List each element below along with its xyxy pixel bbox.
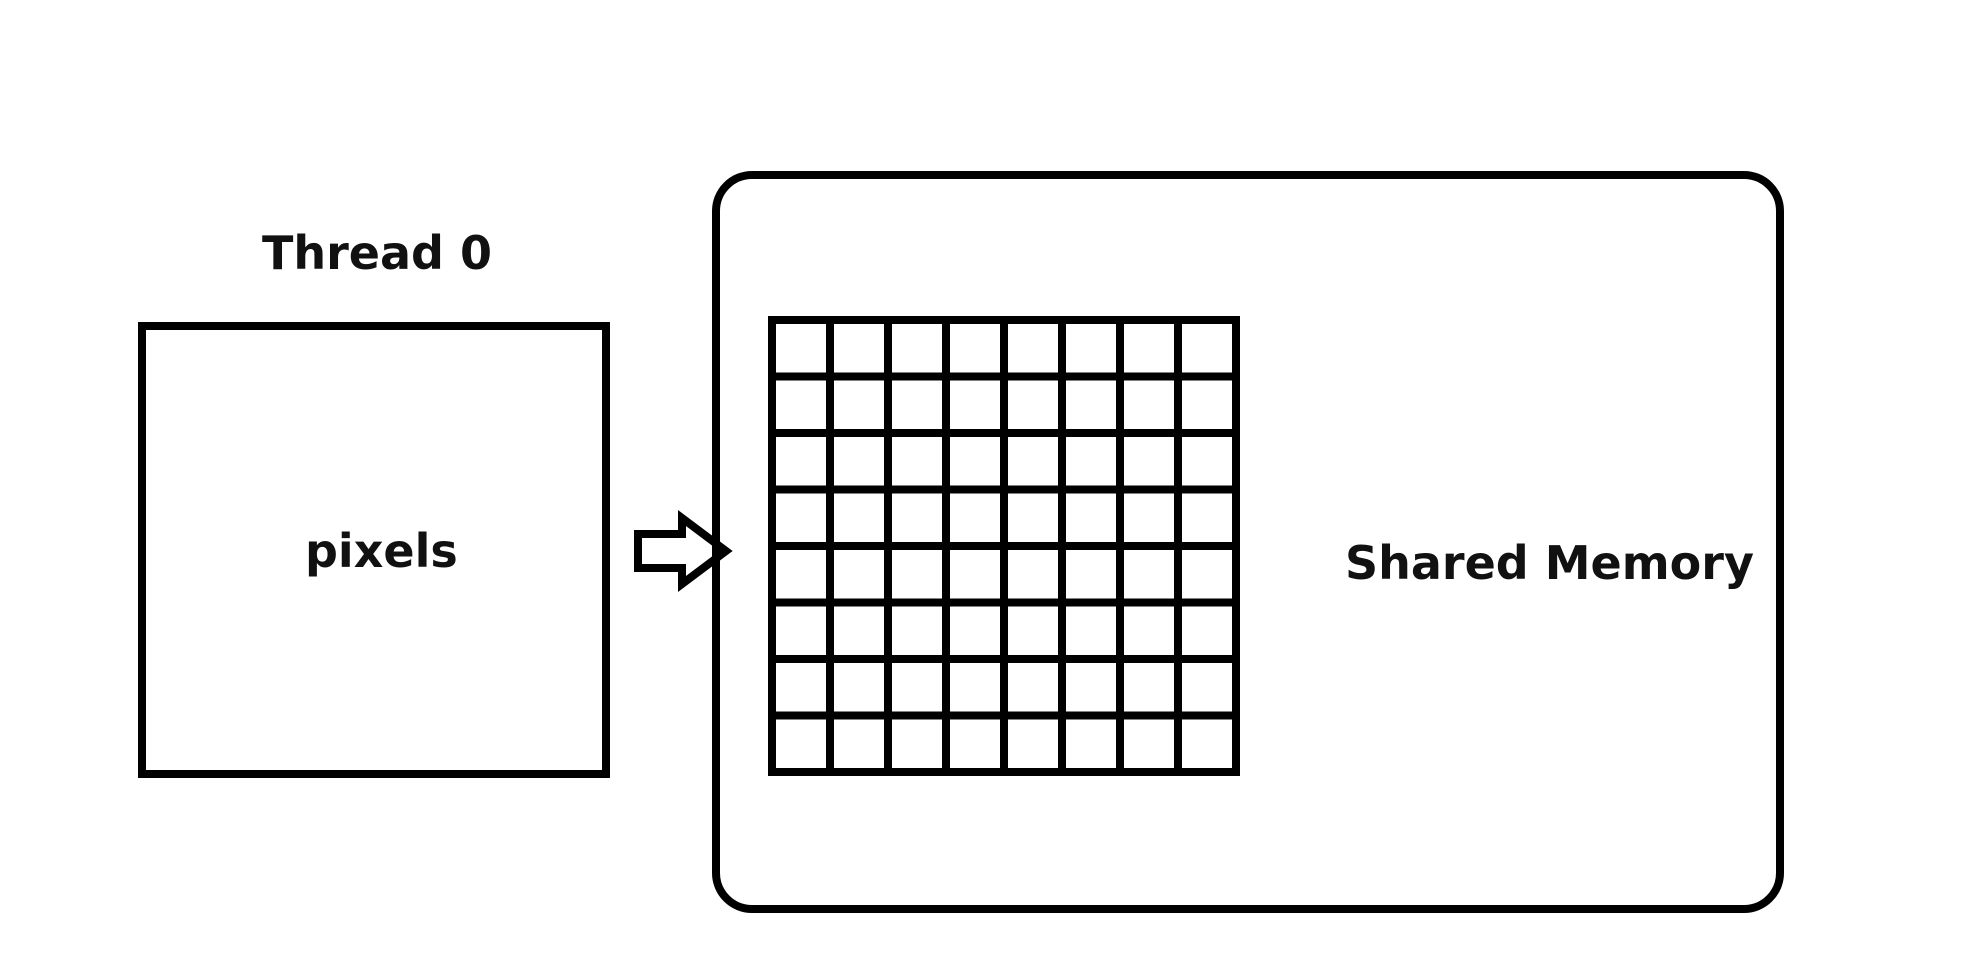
memory-cell (826, 598, 892, 663)
memory-cell (826, 542, 892, 607)
memory-cell (942, 316, 1008, 381)
memory-cell (1174, 429, 1240, 494)
memory-cell (1058, 429, 1124, 494)
memory-cell (826, 429, 892, 494)
memory-cell (1174, 711, 1240, 776)
memory-cell (884, 485, 950, 550)
memory-cell (826, 316, 892, 381)
memory-cell (884, 655, 950, 720)
memory-cell (884, 429, 950, 494)
memory-cell (1058, 598, 1124, 663)
memory-cell (1058, 542, 1124, 607)
memory-cell (1174, 372, 1240, 437)
memory-cell (826, 711, 892, 776)
shared-memory-grid (768, 316, 1240, 776)
memory-cell (768, 542, 834, 607)
memory-cell (826, 372, 892, 437)
memory-cell (1174, 655, 1240, 720)
memory-cell (942, 429, 1008, 494)
memory-cell (1116, 429, 1182, 494)
right-arrow-icon (634, 510, 733, 592)
memory-cell (768, 598, 834, 663)
memory-cell (1000, 372, 1066, 437)
memory-cell (1000, 316, 1066, 381)
memory-cell (1116, 711, 1182, 776)
memory-cell (1174, 542, 1240, 607)
memory-cell (884, 598, 950, 663)
shared-memory-label: Shared Memory (1345, 536, 1754, 590)
pixels-label: pixels (305, 524, 458, 578)
memory-cell (768, 655, 834, 720)
memory-cell (826, 655, 892, 720)
memory-cell (1116, 542, 1182, 607)
memory-cell (1058, 655, 1124, 720)
memory-cell (1174, 316, 1240, 381)
memory-cell (1000, 655, 1066, 720)
memory-cell (942, 598, 1008, 663)
memory-cell (1058, 711, 1124, 776)
memory-cell (1000, 542, 1066, 607)
memory-cell (1000, 711, 1066, 776)
memory-cell (1116, 372, 1182, 437)
memory-cell (768, 711, 834, 776)
memory-cell (1000, 429, 1066, 494)
memory-cell (884, 542, 950, 607)
memory-cell (1116, 316, 1182, 381)
shared-memory-container (712, 171, 1784, 913)
memory-cell (942, 485, 1008, 550)
memory-cell (1058, 485, 1124, 550)
memory-cell (1116, 485, 1182, 550)
memory-cell (1174, 485, 1240, 550)
memory-cell (1058, 372, 1124, 437)
memory-cell (768, 429, 834, 494)
memory-cell (768, 316, 834, 381)
memory-cell (884, 711, 950, 776)
memory-cell (1058, 316, 1124, 381)
memory-cell (768, 485, 834, 550)
memory-cell (1116, 655, 1182, 720)
memory-cell (1000, 485, 1066, 550)
memory-cell (1000, 598, 1066, 663)
memory-cell (942, 711, 1008, 776)
memory-cell (1174, 598, 1240, 663)
memory-cell (826, 485, 892, 550)
memory-cell (942, 655, 1008, 720)
thread-pixels-box (138, 322, 610, 778)
memory-cell (942, 542, 1008, 607)
memory-cell (884, 372, 950, 437)
memory-cell (884, 316, 950, 381)
memory-cell (942, 372, 1008, 437)
memory-cell (768, 372, 834, 437)
thread-title: Thread 0 (262, 226, 492, 280)
memory-cell (1116, 598, 1182, 663)
